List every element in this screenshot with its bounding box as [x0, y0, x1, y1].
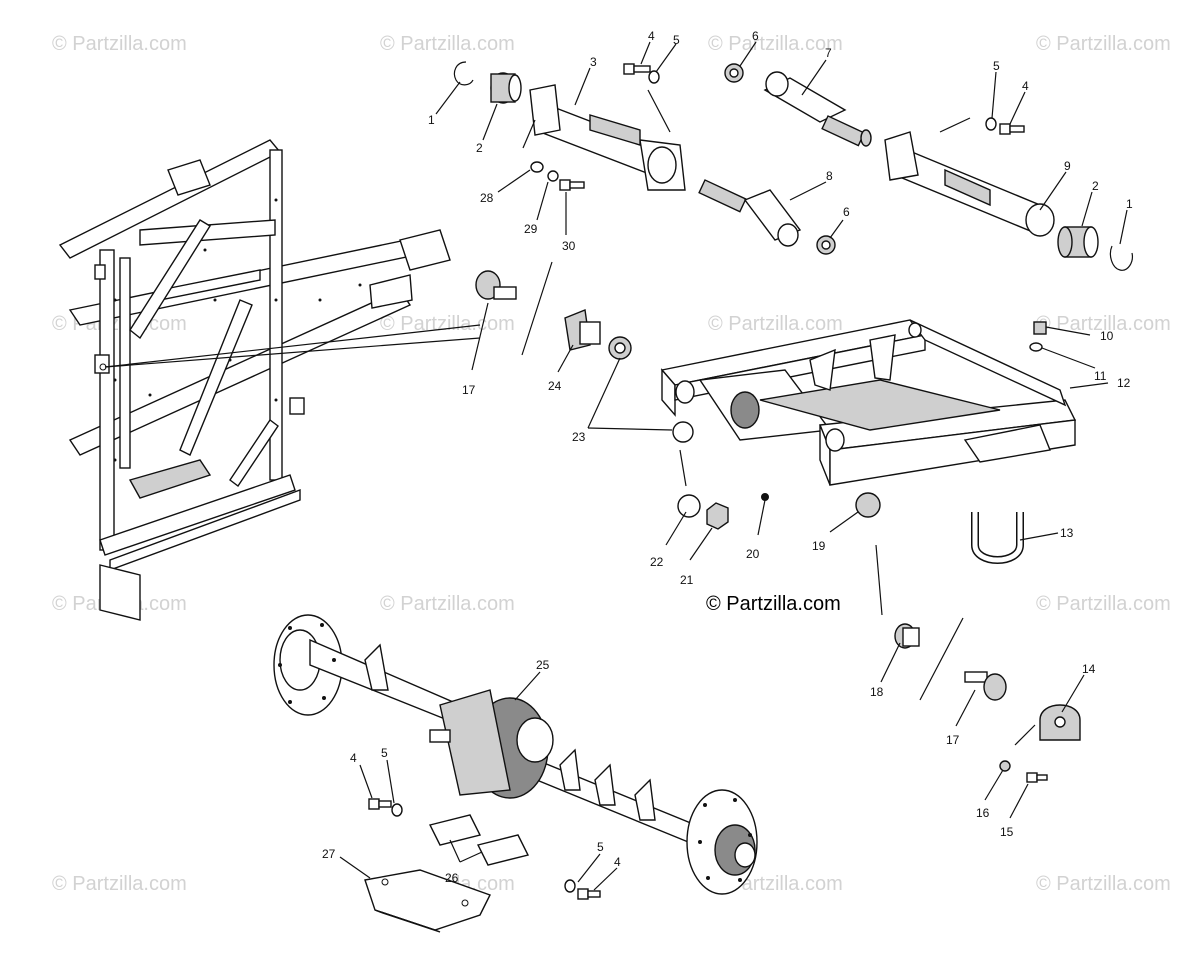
callout-28: 28 [480, 191, 494, 205]
callout-2: 2 [1092, 179, 1099, 193]
watermark: © Partzilla.com [1036, 313, 1171, 335]
callout-16: 16 [976, 806, 990, 820]
watermark: © Partzilla.com [52, 33, 187, 55]
bushing-part-2 [490, 72, 522, 104]
washer-part-5 [985, 117, 997, 131]
washer-part-22 [677, 494, 701, 518]
washer-part-11 [1029, 342, 1043, 352]
washer-part-16 [999, 760, 1011, 772]
callout-17: 17 [946, 733, 960, 747]
washer-part-5 [564, 879, 576, 893]
bolt-part-4 [577, 888, 601, 900]
callout-1: 1 [1126, 197, 1133, 211]
bolt-part-4 [368, 798, 392, 810]
bolt-part-15 [1026, 772, 1048, 783]
watermark: © Partzilla.com [1036, 873, 1171, 895]
callout-15: 15 [1000, 825, 1014, 839]
watermark: © Partzilla.com [708, 33, 843, 55]
bushing-part-2 [1057, 226, 1099, 258]
u-bolt-part-13 [971, 512, 1024, 564]
callout-19: 19 [812, 539, 826, 553]
callout-2: 2 [476, 141, 483, 155]
callout-25: 25 [536, 658, 550, 672]
plug-part-18 [894, 623, 920, 649]
callout-21: 21 [680, 573, 694, 587]
copyright-label: © Partzilla.com [706, 593, 841, 615]
washer-part-28 [530, 161, 544, 173]
callout-4: 4 [614, 855, 621, 869]
callout-24: 24 [548, 379, 562, 393]
bolt-part-4 [623, 63, 651, 75]
washer-part-29 [547, 170, 559, 182]
callout-11: 11 [1094, 369, 1107, 383]
callout-22: 22 [650, 555, 664, 569]
nut-part-10 [1033, 321, 1047, 335]
callout-5: 5 [673, 33, 680, 47]
pivot-bolt-part-17 [964, 671, 1007, 701]
callout-20: 20 [746, 547, 760, 561]
callout-3: 3 [590, 55, 597, 69]
washer-part-5 [391, 803, 403, 817]
callout-18: 18 [870, 685, 884, 699]
callout-23: 23 [572, 430, 586, 444]
snap-ring-part-1 [1109, 245, 1133, 271]
callout-12: 12 [1117, 376, 1131, 390]
callout-10: 10 [1100, 329, 1114, 343]
swing-arm-part-12 [660, 319, 1077, 486]
washer-part-19 [855, 492, 881, 518]
watermark: © Partzilla.com [1036, 593, 1171, 615]
callout-9: 9 [1064, 159, 1071, 173]
bushing-part-24 [564, 309, 601, 351]
callout-labels: 1 2 3 4 5 6 7 5 4 9 2 1 8 6 28 29 30 10 … [322, 29, 1133, 885]
bushing-part-23 [608, 336, 632, 360]
callout-6: 6 [843, 205, 850, 219]
shaft-part-8 [698, 179, 802, 247]
nut-part-6 [724, 63, 744, 83]
rear-axle-part-25 [273, 614, 758, 895]
watermark: © Partzilla.com [1036, 33, 1171, 55]
callout-30: 30 [562, 239, 576, 253]
callout-4: 4 [1022, 79, 1029, 93]
callout-5: 5 [993, 59, 1000, 73]
watermark: © Partzilla.com [52, 873, 187, 895]
callout-5: 5 [381, 746, 388, 760]
washer-part-23 [672, 421, 694, 443]
callout-4: 4 [350, 751, 357, 765]
callout-8: 8 [826, 169, 833, 183]
pivot-bolt-part-17 [475, 270, 517, 300]
bolt-part-4 [999, 123, 1025, 135]
callout-7: 7 [825, 46, 832, 60]
callout-13: 13 [1060, 526, 1074, 540]
leader-lines [104, 41, 1128, 891]
pivot-shaft-part-7 [763, 71, 872, 147]
callout-6: 6 [752, 29, 759, 43]
callout-4: 4 [648, 29, 655, 43]
nut-part-6 [816, 235, 836, 255]
callout-17: 17 [462, 383, 476, 397]
callout-26: 26 [445, 871, 459, 885]
u-bolt-part-13-inner [972, 512, 1023, 563]
watermark: © Partzilla.com [380, 33, 515, 55]
callout-1: 1 [428, 113, 435, 127]
watermark: © Partzilla.com [380, 593, 515, 615]
pivot-tube-part-3 [529, 84, 686, 191]
callout-27: 27 [322, 847, 336, 861]
grease-fitting-part-20 [761, 493, 769, 501]
washer-part-5 [648, 70, 660, 84]
bolt-part-30 [559, 179, 585, 191]
callout-14: 14 [1082, 662, 1096, 676]
plate-part-14 [1039, 704, 1081, 741]
vehicle-frame [58, 139, 451, 621]
decal-part-26 [476, 834, 530, 866]
watermark: © Partzilla.com [708, 313, 843, 335]
snap-ring-part-1 [453, 61, 474, 86]
decal-part-26 [428, 814, 482, 846]
callout-5: 5 [597, 840, 604, 854]
callout-29: 29 [524, 222, 538, 236]
nut-part-21 [706, 502, 729, 530]
skid-plate-part-27 [364, 869, 491, 933]
pivot-tube-part-9 [884, 131, 1055, 237]
